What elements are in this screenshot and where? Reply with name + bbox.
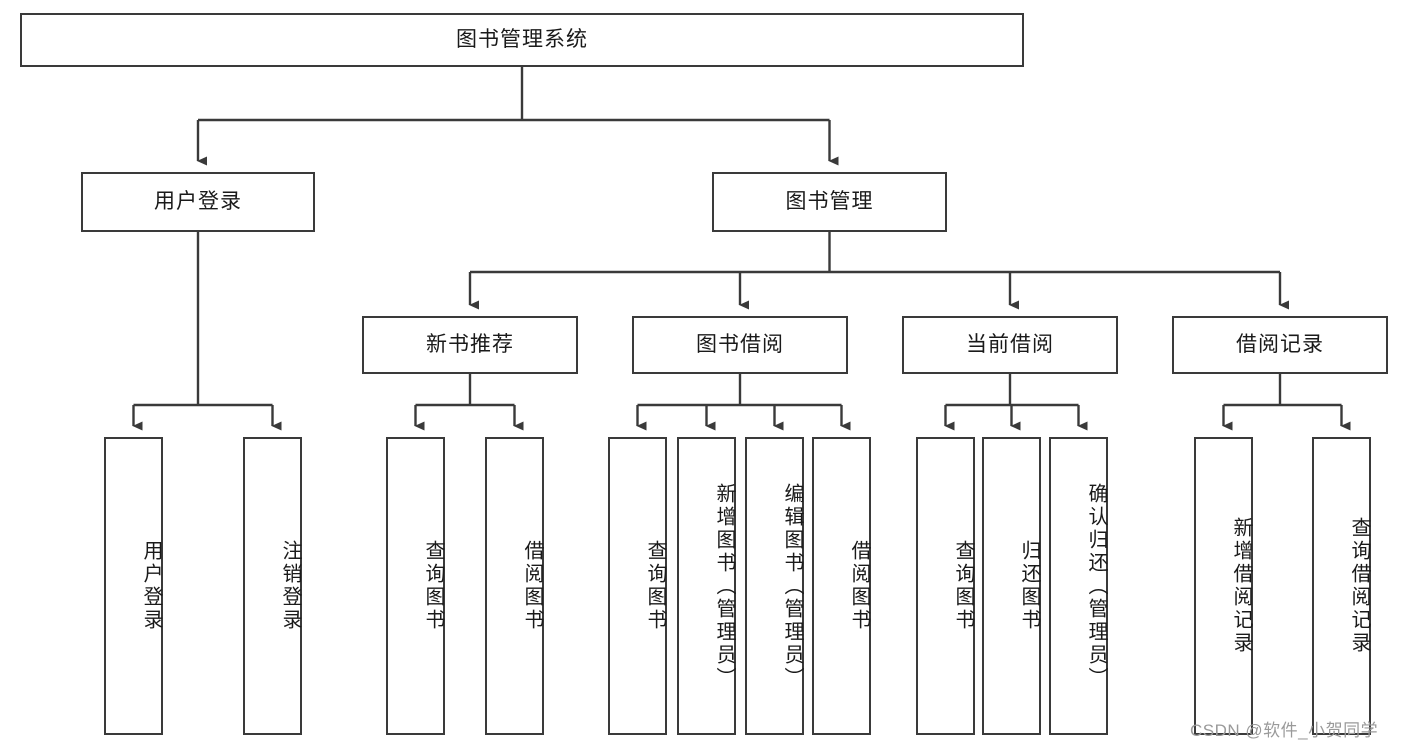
node-leaf-return-book[interactable]: 归还图书 — [982, 437, 1041, 735]
watermark-text: CSDN @软件_小贺同学 — [1190, 721, 1379, 740]
node-leaf-user-logout[interactable]: 注销登录 — [243, 437, 302, 735]
node-label: 新书推荐 — [426, 332, 514, 356]
node-leaf-query-book-1[interactable]: 查询图书 — [386, 437, 445, 735]
node-label: 查询图书 — [422, 540, 444, 632]
node-new-book-recommend[interactable]: 新书推荐 — [362, 316, 578, 374]
node-leaf-borrow-book-1[interactable]: 借阅图书 — [485, 437, 544, 735]
node-label: 编辑图书（管理员） — [781, 482, 803, 690]
node-user-login[interactable]: 用户登录 — [81, 172, 315, 232]
node-label: 查询图书 — [644, 540, 666, 632]
node-leaf-query-book-2[interactable]: 查询图书 — [608, 437, 667, 735]
node-leaf-add-record[interactable]: 新增借阅记录 — [1194, 437, 1253, 735]
node-current-borrow[interactable]: 当前借阅 — [902, 316, 1118, 374]
node-label: 用户登录 — [140, 540, 162, 632]
node-label: 新增图书（管理员） — [713, 482, 735, 690]
node-book-manage[interactable]: 图书管理 — [712, 172, 947, 232]
node-leaf-query-record[interactable]: 查询借阅记录 — [1312, 437, 1371, 735]
node-label: 新增借阅记录 — [1230, 517, 1252, 655]
node-root[interactable]: 图书管理系统 — [20, 13, 1024, 67]
node-label: 借阅记录 — [1236, 332, 1324, 356]
node-leaf-edit-book[interactable]: 编辑图书（管理员） — [745, 437, 804, 735]
node-borrow-record[interactable]: 借阅记录 — [1172, 316, 1388, 374]
node-label: 当前借阅 — [966, 332, 1054, 356]
node-label: 图书管理 — [785, 189, 874, 213]
node-leaf-query-book-3[interactable]: 查询图书 — [916, 437, 975, 735]
node-book-borrow[interactable]: 图书借阅 — [632, 316, 848, 374]
node-label: 确认归还（管理员） — [1085, 482, 1107, 690]
node-leaf-confirm-return[interactable]: 确认归还（管理员） — [1049, 437, 1108, 735]
node-label: 查询借阅记录 — [1348, 517, 1370, 655]
node-label: 图书管理系统 — [456, 27, 588, 51]
node-label: 用户登录 — [154, 189, 242, 213]
node-label: 查询图书 — [952, 540, 974, 632]
node-label: 借阅图书 — [521, 540, 543, 632]
node-label: 借阅图书 — [848, 540, 870, 632]
node-label: 图书借阅 — [696, 332, 784, 356]
node-label: 注销登录 — [279, 540, 301, 632]
node-leaf-add-book[interactable]: 新增图书（管理员） — [677, 437, 736, 735]
node-leaf-borrow-book-2[interactable]: 借阅图书 — [812, 437, 871, 735]
node-label: 归还图书 — [1018, 540, 1040, 632]
node-leaf-user-login[interactable]: 用户登录 — [104, 437, 163, 735]
